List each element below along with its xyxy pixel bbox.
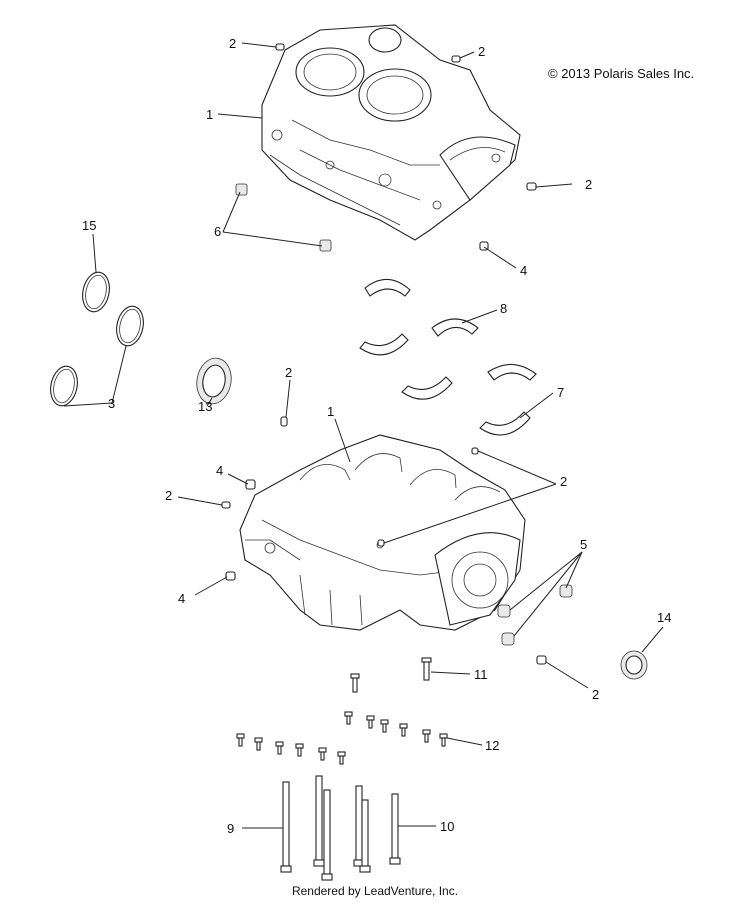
callout-12: 12 xyxy=(485,738,500,753)
callout-4: 4 xyxy=(520,263,528,278)
lower-crankcase xyxy=(239,434,526,631)
callout-15: 15 xyxy=(82,218,97,233)
callout-14: 14 xyxy=(657,610,672,625)
bearing-shells xyxy=(359,278,537,436)
seals-orings xyxy=(50,271,648,680)
callout-2: 2 xyxy=(285,365,293,380)
copyright-text: © 2013 Polaris Sales Inc. xyxy=(548,66,695,81)
callout-5: 5 xyxy=(580,537,588,552)
callout-1: 1 xyxy=(206,107,214,122)
callout-9: 9 xyxy=(227,821,235,836)
callout-4: 4 xyxy=(216,463,224,478)
callout-7: 7 xyxy=(557,385,565,400)
callout-2: 2 xyxy=(229,36,237,51)
callout-4: 4 xyxy=(178,591,186,606)
callout-3: 3 xyxy=(108,396,116,411)
render-credit: Rendered by LeadVenture, Inc. xyxy=(291,884,459,898)
callout-1: 1 xyxy=(327,404,335,419)
callout-11: 11 xyxy=(474,667,488,682)
upper-crankcase xyxy=(261,24,521,241)
small-parts xyxy=(221,43,573,665)
callout-13: 13 xyxy=(198,399,213,414)
callout-2: 2 xyxy=(560,474,568,489)
callout-6: 6 xyxy=(214,224,222,239)
callout-2: 2 xyxy=(585,177,593,192)
callout-10: 10 xyxy=(440,819,455,834)
callout-2: 2 xyxy=(592,687,600,702)
leader-lines xyxy=(63,42,664,829)
callout-8: 8 xyxy=(500,301,508,316)
bolts xyxy=(236,657,448,881)
callout-2: 2 xyxy=(165,488,173,503)
callout-2: 2 xyxy=(478,44,486,59)
